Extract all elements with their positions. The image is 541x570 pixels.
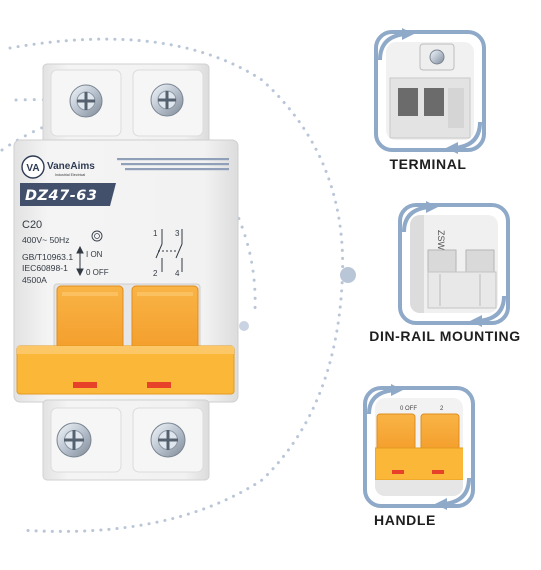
handle-closeup-icon: 0 OFF 2 [363,384,475,510]
breaker-handle [16,285,235,395]
circuit-symbol-icon [155,229,183,272]
on-label: I ON [86,250,103,259]
terminal-screw-icon [150,83,184,117]
feature-label-din-rail: DIN-RAIL MOUNTING [369,328,521,344]
terminal-screw-icon [150,422,186,458]
svg-text:0 OFF: 0 OFF [400,406,417,412]
breaking-capacity-label: 4500A [22,275,47,285]
rating-label: C20 [22,219,42,231]
svg-text:ZSW: ZSW [436,230,446,251]
brand-name: VaneAims [47,161,95,172]
decor-stripes [117,158,229,171]
terminal-number-1: 1 [153,229,158,238]
brand-logo-icon: VA [21,155,45,179]
arc-node-dot-small [239,321,249,331]
feature-label-terminal: TERMINAL [389,156,466,172]
voltage-label: 400V~ 50Hz [22,235,70,245]
svg-text:2: 2 [440,406,444,412]
feature-terminal: TERMINAL [374,28,486,172]
brand-subtitle: Industrial Electrical [55,173,85,177]
arc-node-dot [340,267,356,283]
certification-mark-icon [91,230,103,242]
feature-din-rail: ZSW DIN-RAIL MOUNTING [369,201,521,344]
feature-handle: 0 OFF 2 HANDLE [363,384,475,528]
terminal-closeup-icon [374,28,486,154]
terminal-screw-icon [69,84,103,118]
off-label: 0 OFF [86,268,109,277]
terminal-number-4: 4 [175,269,180,278]
on-off-arrow-icon [76,245,84,277]
standard-1-label: GB/T10963.1 [22,252,73,262]
feature-label-handle: HANDLE [374,512,436,528]
terminal-number-2: 2 [153,269,158,278]
svg-text:VA: VA [26,163,39,174]
standard-2-label: IEC60898-1 [22,263,68,273]
model-plate: DZ47-63 [20,183,116,206]
din-rail-closeup-icon: ZSW [398,201,510,327]
circuit-breaker: VA VaneAims Industrial Electrical DZ47-6… [13,63,239,481]
model-number: DZ47-63 [25,188,97,204]
terminal-screw-icon [56,422,92,458]
terminal-number-3: 3 [175,229,180,238]
